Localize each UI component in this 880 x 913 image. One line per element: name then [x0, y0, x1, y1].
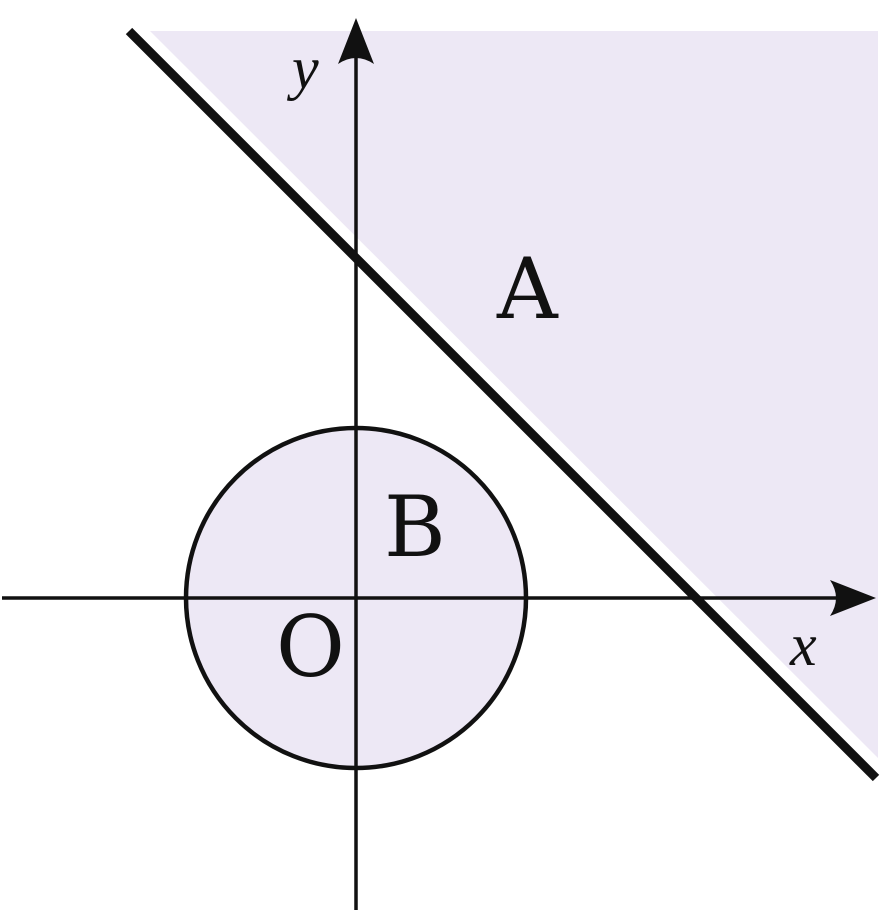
- x-axis-label: x: [789, 612, 817, 678]
- region-a-label: A: [496, 240, 559, 338]
- region-a-fill: [150, 31, 878, 758]
- y-axis-arrowhead: [338, 18, 374, 64]
- x-axis-arrowhead: [830, 580, 876, 616]
- origin-label: O: [276, 598, 345, 696]
- boundary-line: [125, 27, 880, 782]
- y-axis-label: y: [286, 35, 319, 101]
- region-b-label: B: [384, 478, 446, 576]
